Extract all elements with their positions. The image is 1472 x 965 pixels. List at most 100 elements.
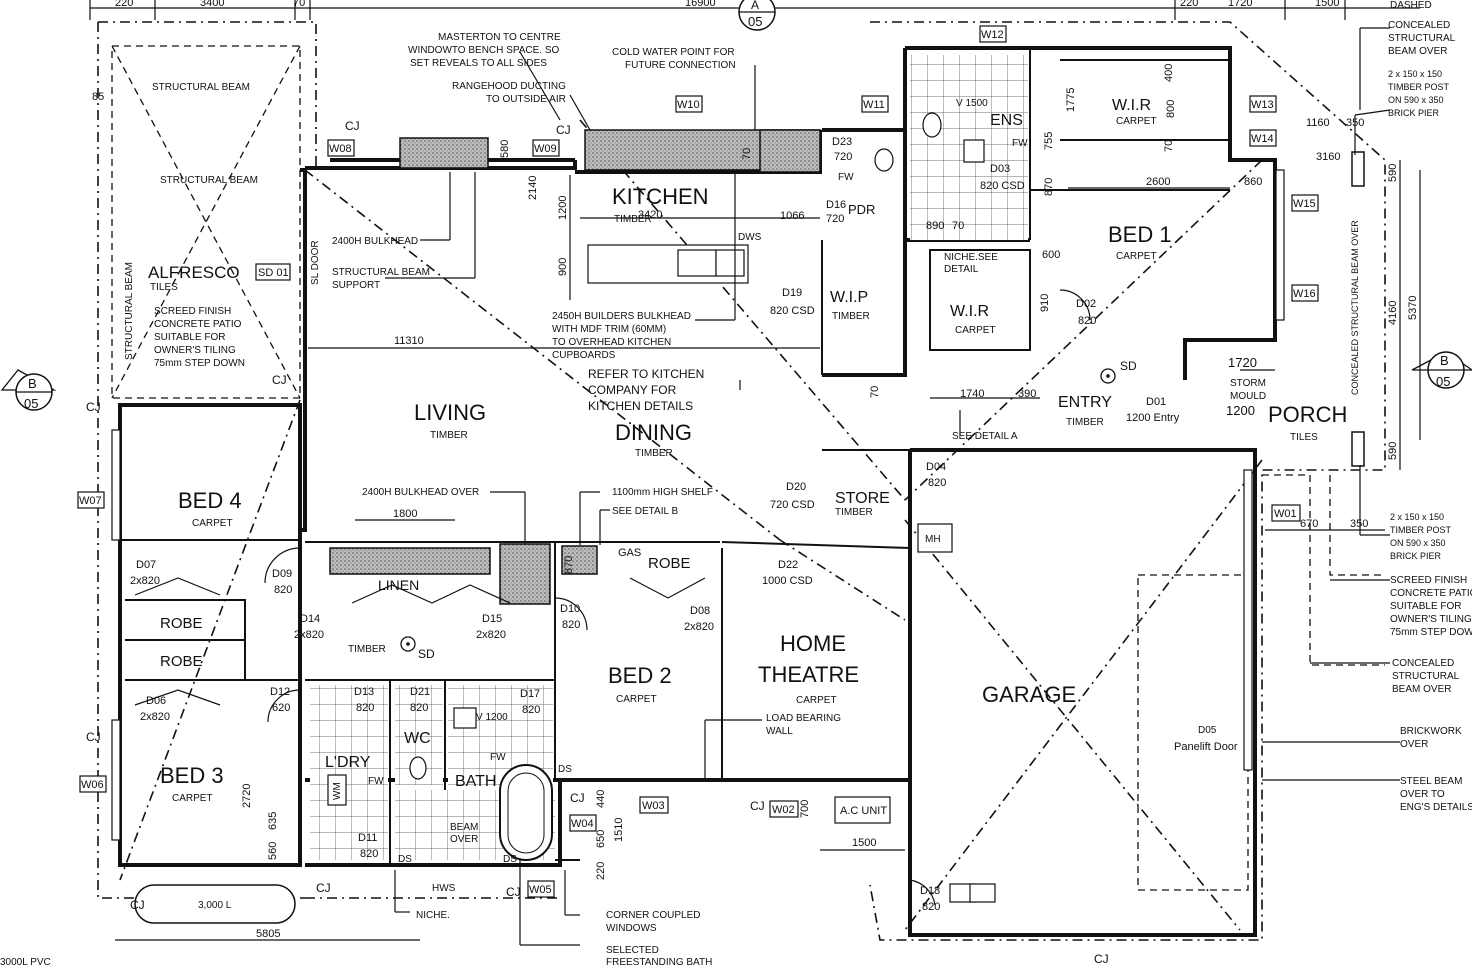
- svg-text:B: B: [28, 376, 37, 391]
- svg-text:A.C UNIT: A.C UNIT: [840, 805, 887, 817]
- svg-text:3160: 3160: [1316, 151, 1340, 163]
- svg-text:DASHED: DASHED: [1390, 0, 1432, 11]
- room-theatre-finish: CARPET: [796, 695, 837, 706]
- svg-text:820: 820: [922, 901, 940, 913]
- svg-text:V 1500: V 1500: [956, 98, 988, 109]
- svg-text:2400H BULKHEAD OVER: 2400H BULKHEAD OVER: [362, 487, 479, 498]
- svg-text:720: 720: [834, 151, 852, 163]
- svg-text:3,000 L: 3,000 L: [198, 900, 232, 911]
- room-labels: ALFRESCO TILES KITCHEN TIMBER LIVING TIM…: [148, 97, 1347, 804]
- svg-text:GAS: GAS: [618, 547, 641, 559]
- svg-text:CJ: CJ: [750, 799, 765, 813]
- svg-text:CJ: CJ: [570, 791, 585, 805]
- svg-text:D13: D13: [354, 686, 374, 698]
- room-living-finish: TIMBER: [430, 430, 468, 441]
- room-ldry: L'DRY: [325, 754, 371, 771]
- svg-text:SCREED FINISH: SCREED FINISH: [1390, 575, 1467, 586]
- room-alfresco: ALFRESCO: [148, 263, 240, 282]
- room-bed4-finish: CARPET: [192, 518, 233, 529]
- svg-text:2400H BULKHEAD: 2400H BULKHEAD: [332, 236, 418, 247]
- svg-text:820 CSD: 820 CSD: [980, 180, 1025, 192]
- svg-text:W04: W04: [571, 818, 594, 830]
- svg-text:820: 820: [562, 619, 580, 631]
- svg-text:B: B: [1440, 353, 1449, 368]
- svg-text:DETAIL: DETAIL: [944, 264, 979, 275]
- svg-text:5370: 5370: [1407, 296, 1419, 320]
- svg-text:D07: D07: [136, 559, 156, 571]
- svg-text:W13: W13: [1251, 99, 1274, 111]
- dim-top-1500: 1500: [1315, 0, 1339, 9]
- svg-text:2450H BUILDERS BULKHEAD: 2450H BUILDERS BULKHEAD: [552, 311, 691, 322]
- svg-text:820: 820: [410, 702, 428, 714]
- svg-text:SUITABLE FOR: SUITABLE FOR: [154, 332, 226, 343]
- room-porch: PORCH: [1268, 402, 1347, 427]
- dimension-labels: 85 11310 2140 1200 3420 1066 900 1800 87…: [92, 64, 1419, 940]
- svg-text:BEAM OVER: BEAM OVER: [1392, 684, 1451, 695]
- svg-text:D11: D11: [358, 832, 377, 844]
- svg-text:D03: D03: [990, 163, 1010, 175]
- room-bed1: BED 1: [1108, 222, 1172, 247]
- svg-text:D20: D20: [786, 481, 806, 493]
- svg-text:SCREED FINISH: SCREED FINISH: [154, 306, 231, 317]
- svg-text:V 1200: V 1200: [476, 712, 508, 723]
- svg-text:2720: 2720: [241, 784, 253, 808]
- svg-text:D15: D15: [482, 613, 502, 625]
- room-pdr: PDR: [848, 202, 875, 217]
- svg-text:W16: W16: [1293, 288, 1316, 300]
- svg-text:2140: 2140: [527, 176, 539, 200]
- svg-text:3420: 3420: [638, 209, 662, 221]
- svg-text:WINDOWTO BENCH SPACE. SO: WINDOWTO BENCH SPACE. SO: [408, 45, 560, 56]
- svg-text:2600: 2600: [1146, 176, 1170, 188]
- svg-text:580: 580: [499, 140, 511, 158]
- svg-text:870: 870: [1043, 178, 1055, 196]
- svg-text:D09: D09: [272, 568, 292, 580]
- svg-text:CONCEALED: CONCEALED: [1388, 20, 1450, 31]
- svg-text:W02: W02: [772, 804, 795, 816]
- svg-text:DS: DS: [398, 854, 412, 865]
- svg-text:910: 910: [1039, 294, 1051, 312]
- svg-text:CJ: CJ: [1094, 952, 1109, 965]
- room-linen: LINEN: [378, 577, 419, 593]
- svg-text:WALL: WALL: [766, 726, 793, 737]
- room-kitchen-finish: TIMBER: [614, 214, 652, 225]
- svg-text:70: 70: [869, 386, 881, 398]
- room-bed3: BED 3: [160, 763, 224, 788]
- svg-text:SD: SD: [1120, 359, 1137, 373]
- door-labels: D01 1200 Entry D02 820 D03 820 CSD D04 8…: [130, 136, 1180, 913]
- svg-text:BRICKWORK: BRICKWORK: [1400, 726, 1462, 737]
- svg-text:DS: DS: [503, 854, 517, 865]
- svg-text:D10: D10: [560, 603, 580, 615]
- svg-text:MH: MH: [925, 534, 941, 545]
- svg-text:CONCRETE PATIO: CONCRETE PATIO: [154, 319, 242, 330]
- svg-text:1100mm HIGH SHELF: 1100mm HIGH SHELF: [612, 487, 713, 498]
- svg-text:CJ: CJ: [86, 400, 101, 414]
- svg-text:SL DOOR: SL DOOR: [310, 240, 321, 285]
- svg-text:400: 400: [1163, 64, 1175, 82]
- room-garage: GARAGE: [982, 682, 1076, 707]
- svg-text:DS: DS: [558, 764, 572, 775]
- window-labels: W01 W02 W03 W04 W05 W06 W07 W08 W09 W10 …: [77, 25, 1319, 898]
- svg-text:ON 590 x 350: ON 590 x 350: [1390, 538, 1446, 548]
- svg-text:350: 350: [1350, 518, 1368, 530]
- svg-text:1800: 1800: [393, 508, 417, 520]
- svg-text:860: 860: [1244, 176, 1262, 188]
- svg-text:W08: W08: [329, 143, 352, 155]
- svg-text:11310: 11310: [394, 335, 424, 347]
- svg-text:Panelift Door: Panelift Door: [1174, 741, 1238, 753]
- svg-text:890: 890: [926, 220, 944, 232]
- door-swings: [134, 289, 1091, 906]
- dim-top-70: 70: [293, 0, 305, 9]
- svg-text:CJ: CJ: [272, 373, 287, 387]
- svg-text:W14: W14: [1251, 133, 1274, 145]
- svg-text:OWNER'S TILING: OWNER'S TILING: [154, 345, 236, 356]
- svg-text:COMPANY FOR: COMPANY FOR: [588, 383, 677, 397]
- svg-text:75mm STEP DOWN: 75mm STEP DOWN: [1390, 627, 1472, 638]
- svg-text:700: 700: [799, 800, 811, 818]
- svg-text:WITH MDF TRIM (60MM): WITH MDF TRIM (60MM): [552, 324, 666, 335]
- svg-text:KITCHEN DETAILS: KITCHEN DETAILS: [588, 399, 693, 413]
- svg-text:870: 870: [563, 556, 575, 574]
- svg-text:OVER: OVER: [1400, 739, 1428, 750]
- svg-text:1510: 1510: [613, 818, 625, 842]
- svg-text:DWS: DWS: [738, 232, 762, 243]
